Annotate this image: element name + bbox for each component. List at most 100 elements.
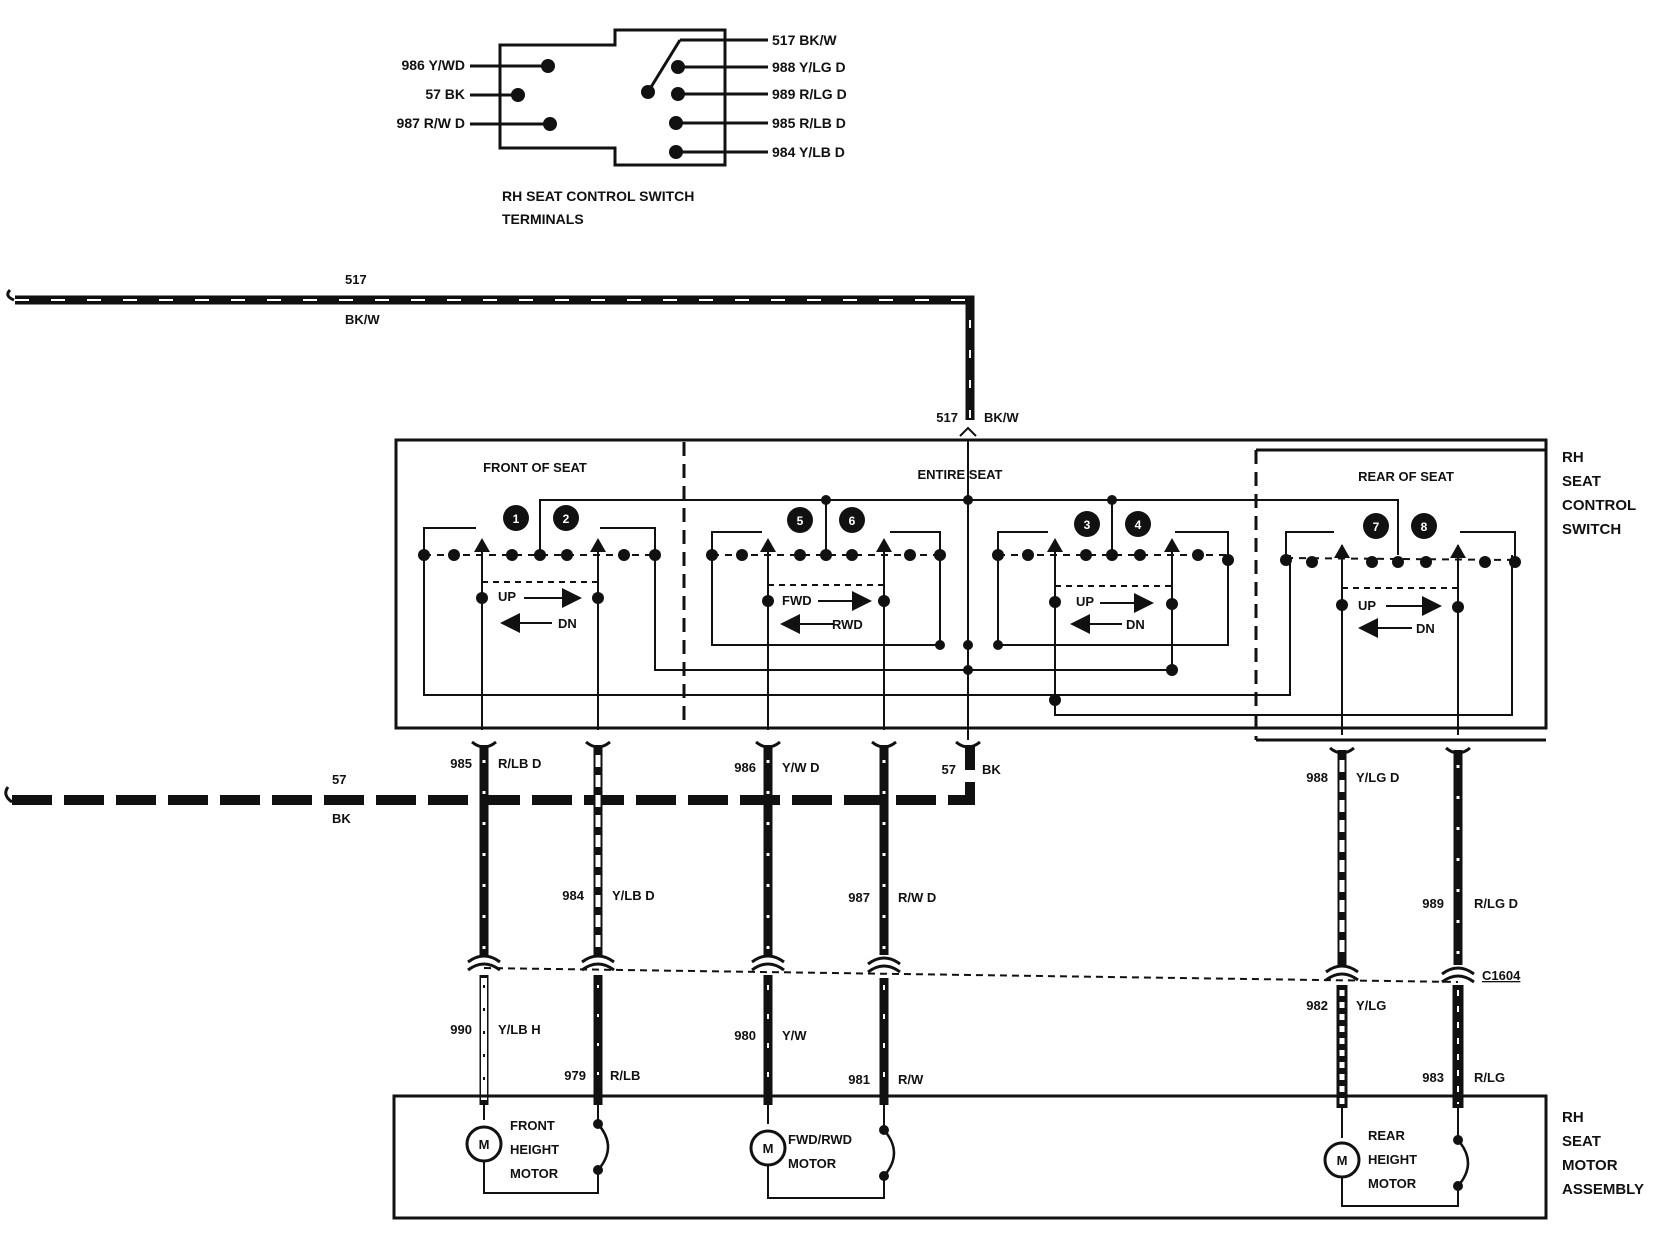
wire-989-color: R/LG D <box>1474 896 1518 911</box>
feed-517: 517 BK/W 517 BK/W <box>6 272 1019 437</box>
front-dir-up: UP <box>498 589 516 604</box>
wire-987: 987 R/W D <box>848 740 936 955</box>
terminal-title: RH SEAT CONTROL SWITCH <box>502 188 694 204</box>
wire-984-color: Y/LB D <box>612 888 655 903</box>
wire-979-circuit: 979 <box>564 1068 586 1083</box>
wire-985: 985 R/LB D <box>450 740 541 955</box>
terminal-label-985: 985 R/LB D <box>772 115 846 131</box>
wire-983-circuit: 983 <box>1422 1070 1444 1085</box>
switch-label-3: CONTROL <box>1562 497 1636 514</box>
wire-982-circuit: 982 <box>1306 998 1328 1013</box>
wire-985-color: R/LB D <box>498 756 541 771</box>
wire-989: 989 R/LG D <box>1422 746 1518 965</box>
feed-517-entry-color: BK/W <box>984 410 1019 425</box>
wire-982: 982 Y/LG <box>1306 985 1386 1108</box>
terminal-label-57: 57 BK <box>425 86 465 102</box>
wire-990-color: Y/LB H <box>498 1022 541 1037</box>
wire-983: 983 R/LG <box>1422 985 1505 1108</box>
wire-981-color: R/W <box>898 1072 924 1087</box>
terminal-label-986: 986 Y/WD <box>401 57 465 73</box>
wire-987-circuit: 987 <box>848 890 870 905</box>
wire-987-color: R/W D <box>898 890 936 905</box>
terminal-inset: 986 Y/WD 57 BK 987 R/W D 517 BK/W 988 Y/… <box>397 28 847 227</box>
wire-986-color: Y/W D <box>782 760 820 775</box>
rear-motor-label-3: MOTOR <box>1368 1176 1417 1191</box>
terminal-label-517: 517 BK/W <box>772 32 837 48</box>
rear-height-motor: M REAR HEIGHT MOTOR <box>1323 1108 1470 1207</box>
wire-985-circuit: 985 <box>450 756 472 771</box>
wire-986-circuit: 986 <box>734 760 756 775</box>
wire-980-circuit: 980 <box>734 1028 756 1043</box>
terminal-label-984: 984 Y/LB D <box>772 144 845 160</box>
entire-dir-fwd: FWD <box>782 593 812 608</box>
assembly-label-3: MOTOR <box>1562 1157 1618 1174</box>
seat-control-switch: FRONT OF SEAT ENTIRE SEAT REAR OF SEAT U… <box>394 438 1636 742</box>
wire-988: 988 Y/LG D <box>1306 746 1399 965</box>
switch-label-2: SEAT <box>1562 473 1601 490</box>
wire-984: 984 Y/LB D <box>562 740 655 955</box>
wire-979: 979 R/LB <box>564 975 640 1105</box>
rear-motor-label-1: REAR <box>1368 1128 1405 1143</box>
wire-979-color: R/LB <box>610 1068 640 1083</box>
wire-983-color: R/LG <box>1474 1070 1505 1085</box>
feed-517-circuit: 517 <box>345 272 367 287</box>
contact-4: 4 <box>1135 518 1142 532</box>
contact-2: 2 <box>563 512 570 526</box>
wire-990-circuit: 990 <box>450 1022 472 1037</box>
assembly-label-1: RH <box>1562 1109 1584 1126</box>
contact-1: 1 <box>513 512 520 526</box>
wire-981: 981 R/W <box>848 978 924 1105</box>
wire-982-color: Y/LG <box>1356 998 1386 1013</box>
wire-988-circuit: 988 <box>1306 770 1328 785</box>
wire-986: 986 Y/W D <box>734 740 820 955</box>
assembly-label-2: SEAT <box>1562 1133 1601 1150</box>
contact-6: 6 <box>849 514 856 528</box>
motor-symbol-3: M <box>1337 1153 1348 1168</box>
connector-c1604: C1604 <box>467 954 1521 984</box>
wire-980-color: Y/W <box>782 1028 807 1043</box>
wire-990: 990 Y/LB H <box>450 975 541 1105</box>
contact-badges: 1 2 5 6 3 4 7 8 <box>503 505 1437 539</box>
contact-8: 8 <box>1421 520 1428 534</box>
feed-57-circuit: 57 <box>332 772 346 787</box>
contact-7: 7 <box>1373 520 1380 534</box>
front-dir-dn: DN <box>558 616 577 631</box>
terminal-outline <box>498 28 727 167</box>
front-motor-label-3: MOTOR <box>510 1166 559 1181</box>
assembly-label-4: ASSEMBLY <box>1562 1181 1644 1198</box>
wire-988-color: Y/LG D <box>1356 770 1399 785</box>
feed-517-color: BK/W <box>345 312 380 327</box>
wire-57-circuit: 57 <box>942 762 956 777</box>
upper-wires: 985 R/LB D 984 Y/LB D 986 Y/W D 987 R/W … <box>450 740 1518 965</box>
motor-symbol: M <box>479 1137 490 1152</box>
wire-57-drop: 57 BK <box>942 740 1001 777</box>
contact-5: 5 <box>797 514 804 528</box>
wire-984-circuit: 984 <box>562 888 584 903</box>
wire-989-circuit: 989 <box>1422 896 1444 911</box>
motor-symbol-2: M <box>763 1141 774 1156</box>
switch-label-4: SWITCH <box>1562 521 1621 538</box>
front-motor-label-2: HEIGHT <box>510 1142 559 1157</box>
fwdrwd-motor-label-2: MOTOR <box>788 1156 837 1171</box>
terminal-label-988: 988 Y/LG D <box>772 59 846 75</box>
front-motor-label-1: FRONT <box>510 1118 555 1133</box>
rear-dir-dn: DN <box>1416 621 1435 636</box>
switch-label-1: RH <box>1562 449 1584 466</box>
section-entire-seat: ENTIRE SEAT <box>918 467 1003 482</box>
lower-wires: 990 Y/LB H 979 R/LB 980 Y/W 981 R/W 982 … <box>450 975 1505 1108</box>
wire-980: 980 Y/W <box>734 975 807 1105</box>
fwdrwd-motor-label-1: FWD/RWD <box>788 1132 852 1147</box>
fwd-rwd-motor: M FWD/RWD MOTOR <box>749 1105 896 1199</box>
front-height-motor: M FRONT HEIGHT MOTOR <box>465 1105 610 1194</box>
feed-57: 57 BK <box>4 745 975 826</box>
wire-57-color: BK <box>982 762 1001 777</box>
section-rear-of-seat: REAR OF SEAT <box>1358 469 1454 484</box>
rear-dir-up: UP <box>1358 598 1376 613</box>
section-front-of-seat: FRONT OF SEAT <box>483 460 587 475</box>
connector-label: C1604 <box>1482 968 1521 983</box>
contact-3: 3 <box>1084 518 1091 532</box>
terminal-title-2: TERMINALS <box>502 211 584 227</box>
wire-981-circuit: 981 <box>848 1072 870 1087</box>
terminal-label-987: 987 R/W D <box>397 115 465 131</box>
